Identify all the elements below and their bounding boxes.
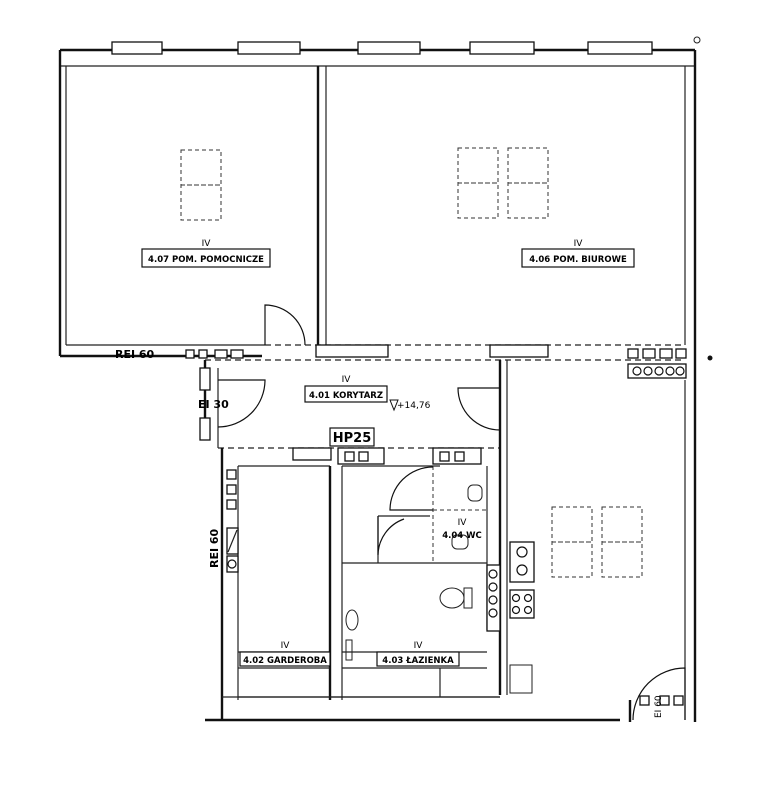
door-corridor-left <box>217 379 266 428</box>
door-wc <box>389 466 434 511</box>
rei-60-label-left: REI 60 <box>208 528 221 568</box>
rei-60-label-top: REI 60 <box>115 348 155 361</box>
hp25-marker: HP25 <box>329 427 375 447</box>
room-class-407: IV <box>202 239 212 249</box>
furniture-407 <box>180 149 222 221</box>
room-label-407: IV 4.07 POM. POMOCNICZE <box>141 239 271 268</box>
room-label-404: IV 4.04 WC <box>442 518 482 541</box>
kitchen-fixtures <box>509 541 535 694</box>
room-name-403: 4.03 ŁAZIENKA <box>382 656 454 666</box>
door-bathroom <box>377 516 405 556</box>
outer-walls <box>58 50 697 722</box>
room-class-406: IV <box>574 239 584 249</box>
room-label-402: IV 4.02 GARDEROBA <box>239 641 331 667</box>
room-name-401: 4.01 KORYTARZ <box>309 391 383 401</box>
room-name-406: 4.06 POM. BIUROWE <box>529 255 627 265</box>
furniture-lower-right <box>551 506 643 578</box>
door-code-label: EI 60 <box>654 695 664 718</box>
room-class-403: IV <box>414 641 424 651</box>
ei-30-label: EI 30 <box>198 398 229 411</box>
room-class-401: IV <box>342 375 352 385</box>
room-label-406: IV 4.06 POM. BIUROWE <box>521 239 635 268</box>
door-corridor-right <box>457 387 501 431</box>
level-label: +14,76 <box>397 401 431 411</box>
door-407 <box>264 304 306 346</box>
room-class-402: IV <box>281 641 291 651</box>
door-entry <box>632 667 686 721</box>
bath-block <box>342 465 501 697</box>
top-wall <box>60 36 701 67</box>
room-name-404: 4.04 WC <box>442 531 482 541</box>
level-marker: +14,76 <box>389 399 431 412</box>
room-name-402: 4.02 GARDEROBA <box>243 656 327 666</box>
corridor-walls <box>199 360 508 695</box>
hp25-label: HP25 <box>333 431 372 446</box>
bottom-wall <box>205 695 684 722</box>
room-label-401: IV 4.01 KORYTARZ <box>304 375 388 403</box>
furniture-406 <box>457 147 549 219</box>
room-name-407: 4.07 POM. POMOCNICZE <box>148 255 264 265</box>
room-label-403: IV 4.03 ŁAZIENKA <box>376 641 460 667</box>
corridor-top-wall <box>60 344 713 379</box>
lower-left-block <box>220 448 500 720</box>
room-class-404: IV <box>458 518 468 528</box>
